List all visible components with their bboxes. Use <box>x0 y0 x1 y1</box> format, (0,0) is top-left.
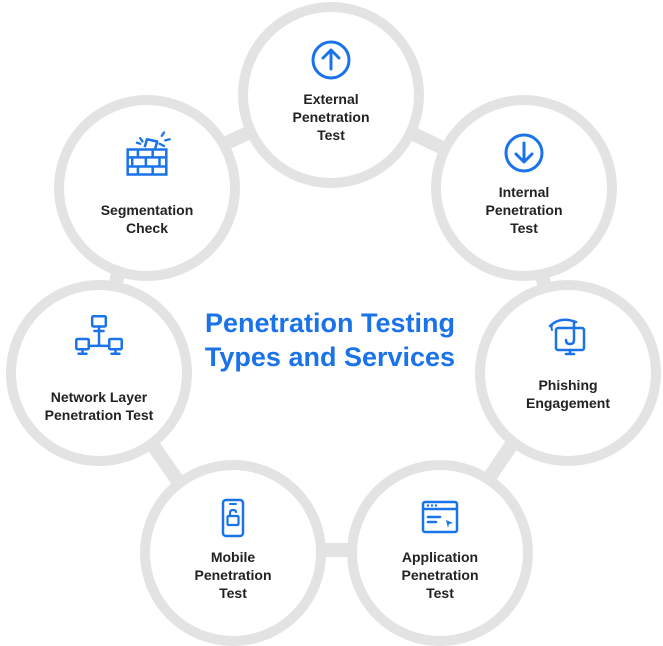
node-mobile-penetration-test: Mobile Penetration Test <box>140 460 326 646</box>
node-label: Network Layer Penetration Test <box>44 389 154 423</box>
node-label: External Penetration Test <box>292 91 370 143</box>
network-icon <box>75 315 123 356</box>
mobile-lock-icon <box>221 498 245 538</box>
node-internal-penetration-test: Internal Penetration Test <box>431 95 617 281</box>
node-label: Segmentation Check <box>100 202 194 236</box>
node-external-penetration-test: External Penetration Test <box>238 2 424 188</box>
node-network-layer-penetration-test: Network Layer Penetration Test <box>6 280 192 466</box>
node-segmentation-check: Segmentation Check <box>54 95 240 281</box>
node-label: Phishing Engagement <box>525 377 610 411</box>
node-phishing-engagement: Phishing Engagement <box>475 280 661 466</box>
node-application-penetration-test: Application Penetration Test <box>347 460 533 646</box>
node-label: Application Penetration Test <box>401 549 479 601</box>
brick-wall-icon <box>126 131 171 176</box>
node-label: Mobile Penetration Test <box>194 549 272 601</box>
center-title: Penetration Testing Types and Services <box>204 308 456 372</box>
browser-window-icon <box>421 500 459 534</box>
arrow-up-circle-icon <box>311 40 351 80</box>
node-label: Internal Penetration Test <box>485 184 563 236</box>
phishing-monitor-icon <box>548 318 586 356</box>
arrow-down-circle-icon <box>504 133 544 173</box>
